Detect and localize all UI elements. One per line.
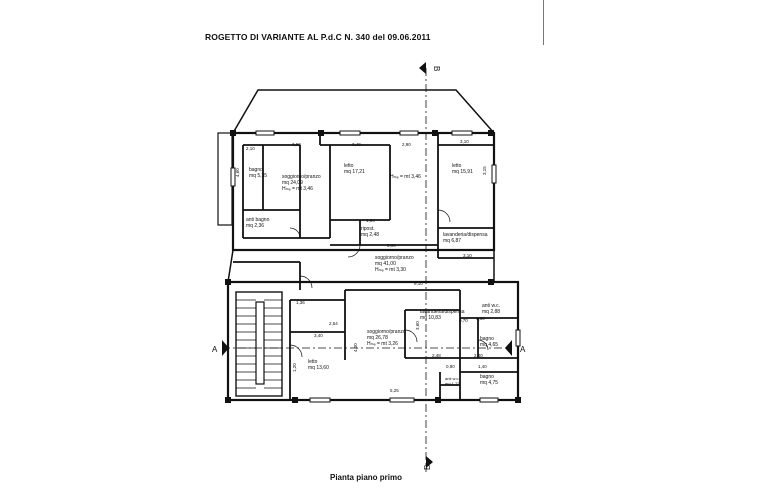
- room-lavanderia-1: lavanderia/dispensa mq 6,87: [443, 232, 488, 244]
- room-name: letto: [452, 163, 462, 169]
- plan-caption: Pianta piano primo: [330, 473, 403, 482]
- drawing-title: ROGETTO DI VARIANTE AL P.d.C N. 340 del …: [205, 32, 431, 42]
- dim-label: 5,25: [390, 388, 399, 393]
- room-lavanderia-2: lavanderia/dispensa mq 10,83: [420, 309, 465, 321]
- room-name: bagno: [480, 336, 494, 342]
- room-name: letto: [344, 163, 354, 169]
- room-bagno-1: bagno mq 5,35: [249, 167, 267, 179]
- room-name: bagno: [249, 167, 263, 173]
- columns: [225, 130, 521, 403]
- room-height: Hₘₑ = mt 3,26: [367, 341, 398, 347]
- section-a-left-arrow: [222, 340, 229, 356]
- dim-label: 1,20: [292, 363, 297, 372]
- room-area: mq 4,75: [480, 380, 498, 386]
- room-name: lavanderia/dispensa: [443, 232, 488, 238]
- dim-label: 1,40: [478, 364, 487, 369]
- room-soggiorno-1: soggiorno/pranzo mq 24,09 Hₘₑ = mt 3,46: [282, 174, 321, 192]
- room-area: mq 13,60: [308, 365, 329, 371]
- room-name: bagno: [480, 374, 494, 380]
- room-name: soggiorno/pranzo: [375, 255, 414, 261]
- room-bagno-3: bagno mq 4,75: [480, 374, 498, 386]
- room-antiwc-2: anti w.c. mq 1,72: [445, 376, 460, 386]
- room-area: mq 24,09: [282, 180, 303, 186]
- dim-label: 3,60: [415, 321, 420, 330]
- room-height: Hₘₑ = mt 3,30: [375, 267, 406, 273]
- room-antiwc-1: anti w.c. mq 2,88: [482, 303, 500, 315]
- section-markers: [222, 62, 512, 468]
- dim-label: 1,94: [366, 218, 375, 223]
- room-area: mq 2,48: [361, 232, 379, 238]
- dim-label: 3,40: [314, 333, 323, 338]
- section-a-right-arrow: [505, 340, 512, 356]
- section-label-b-bottom: B: [423, 465, 432, 470]
- room-area: mq 41,00: [375, 261, 396, 267]
- dim-label: 3,40: [352, 142, 361, 147]
- room-area: mq 15,91: [452, 169, 473, 175]
- room-name: letto: [308, 359, 318, 365]
- room-name: soggiorno/pranzo: [282, 174, 321, 180]
- dim-label: 2,90: [402, 142, 411, 147]
- dim-label: 5,90: [387, 243, 396, 248]
- dimension-labels: 2,10 3,50 3,40 2,90 3,10 1,94 5,90 3,10 …: [235, 139, 487, 393]
- section-lines: [222, 68, 512, 472]
- section-labels: A A B B: [212, 66, 526, 470]
- room-bagno-2: bagno mq 4,65: [480, 336, 498, 348]
- room-area: mq 17,21: [344, 169, 365, 175]
- room-name: soggiorno/pranzo: [367, 329, 406, 335]
- room-area: mq 5,35: [249, 173, 267, 179]
- dim-label: 3,10: [463, 253, 472, 258]
- room-name: lavanderia/dispensa: [420, 309, 465, 315]
- dim-label: 4,60: [235, 168, 240, 177]
- dim-label: 1,36: [296, 300, 305, 305]
- room-letto-2: letto mq 15,91: [452, 163, 473, 175]
- dim-label: 2,10: [246, 146, 255, 151]
- dim-label: 2,54: [329, 321, 338, 326]
- dim-label: 3,10: [460, 139, 469, 144]
- room-letto-1: letto mq 17,21: [344, 163, 365, 175]
- room-area: mq 26,78: [367, 335, 388, 341]
- dim-label: 0,70: [459, 318, 468, 323]
- dim-label: 3,50: [292, 142, 301, 147]
- dim-label: 9,10: [414, 281, 423, 286]
- room-height: Hₘₑ = mt 3,46: [390, 174, 421, 180]
- dim-label: 0,90: [446, 364, 455, 369]
- room-name: anti w.c.: [445, 376, 459, 381]
- section-b-top-arrow: [419, 62, 426, 74]
- windows: [230, 130, 521, 403]
- room-area: mq 1,72: [445, 381, 460, 386]
- room-name: anti bagno: [246, 217, 270, 223]
- dim-label: 3,15: [482, 166, 487, 175]
- room-area: mq 6,87: [443, 238, 461, 244]
- section-label-a-left: A: [212, 345, 218, 354]
- room-name: anti w.c.: [482, 303, 500, 309]
- room-area: mq 2,88: [482, 309, 500, 315]
- sheet-edge-line: [543, 0, 544, 45]
- section-label-b-top: B: [432, 66, 441, 71]
- section-label-a-right: A: [520, 345, 526, 354]
- stairwell: [235, 291, 283, 397]
- room-name: ripost.: [361, 226, 375, 232]
- dim-label: 4,00: [353, 343, 358, 352]
- room-area: mq 2,36: [246, 223, 264, 229]
- room-height: Hₘₑ = mt 3,46: [282, 186, 313, 192]
- room-soggiorno-2: soggiorno/pranzo mq 41,00 Hₘₑ = mt 3,30: [375, 255, 414, 273]
- room-antibagno-1: anti bagno mq 2,36: [246, 217, 270, 229]
- dim-label: 2,48: [432, 353, 441, 358]
- room-ripost: ripost. mq 2,48: [361, 226, 379, 238]
- room-letto-3: letto mq 13,60: [308, 359, 329, 371]
- dim-label: 1,60: [476, 316, 485, 321]
- room-area: mq 10,83: [420, 315, 441, 321]
- room-labels: bagno mq 5,35 soggiorno/pranzo mq 24,09 …: [246, 163, 500, 386]
- dim-label: 2,40: [474, 353, 483, 358]
- interior-walls: [233, 133, 518, 400]
- room-soggiorno-3: soggiorno/pranzo mq 26,78 Hₘₑ = mt 3,26: [367, 329, 406, 347]
- room-area: mq 4,65: [480, 342, 498, 348]
- door-swings: [289, 209, 489, 358]
- section-b-bottom-arrow: [426, 456, 433, 468]
